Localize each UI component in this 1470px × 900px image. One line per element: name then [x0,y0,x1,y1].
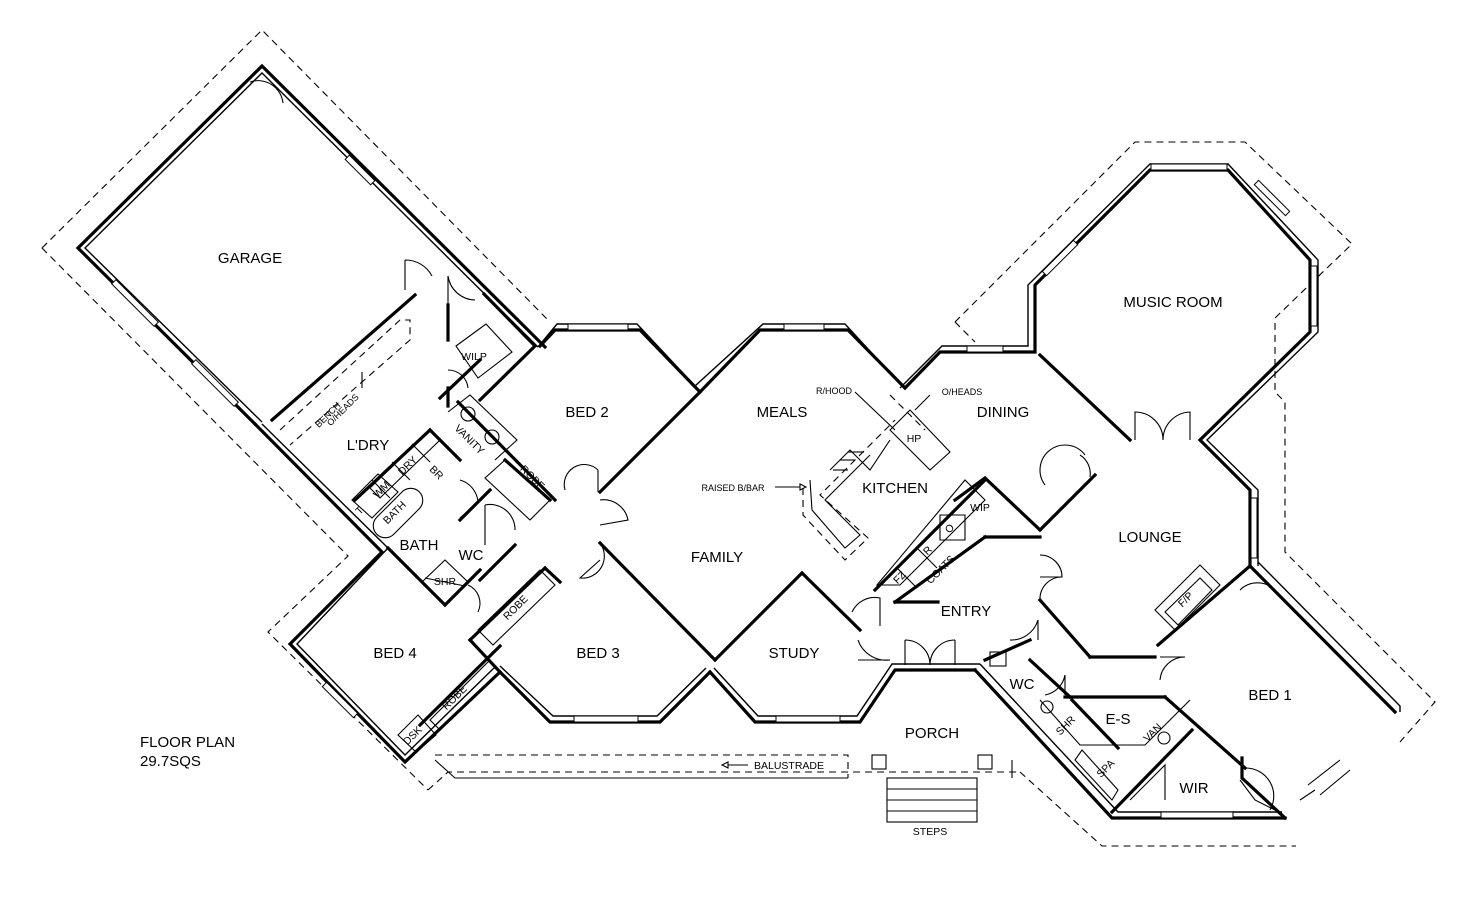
label-bath: BATH [400,537,439,554]
fixtures [279,319,1351,823]
label-raised-bar: RAISED B/BAR [701,483,765,493]
label-bed1: BED 1 [1248,687,1291,704]
label-shr-ensuite: SHR [1054,714,1078,738]
label-porch: PORCH [905,725,959,742]
label-bed3: BED 3 [576,645,619,662]
label-wc-hall: WC [459,547,484,564]
label-r: R [921,544,935,558]
eaves-outline [41,29,1436,847]
label-o: O [943,522,957,536]
label-ensuite: E-S [1105,711,1130,728]
label-oheads-kitchen: O/HEADS [942,387,983,397]
label-bed4: BED 4 [373,645,416,662]
label-bed2: BED 2 [565,404,608,421]
label-wir: WIR [1179,780,1208,797]
label-wip: WIP [970,502,990,514]
label-meals: MEALS [757,404,808,421]
label-garage: GARAGE [218,250,282,267]
exterior-walls [75,63,1401,821]
label-fp: F/P [1176,590,1196,610]
label-balustrade: BALUSTRADE [754,760,824,772]
label-wilp: WILP [461,351,487,363]
label-shr-bath: SHR [434,576,457,588]
label-laundry: L'DRY [347,437,390,454]
label-lounge: LOUNGE [1118,529,1181,546]
label-kitchen: KITCHEN [862,480,928,497]
label-bath-tub: BATH [381,499,409,527]
label-spa: SPA [1094,757,1117,780]
label-hp: HP [907,433,922,445]
label-entry: ENTRY [941,603,992,620]
title-line1: FLOOR PLAN [140,734,235,751]
label-robe-bed2: ROBE [517,463,547,493]
label-music-room: MUSIC ROOM [1123,294,1222,311]
label-steps: STEPS [913,826,947,838]
label-family: FAMILY [691,549,743,566]
label-robe-bed4: ROBE [440,683,470,713]
label-coats: COATS [924,553,958,587]
label-van: VAN [1141,721,1164,744]
label-br: BR [427,463,446,482]
label-study: STUDY [769,645,820,662]
label-rhood: R/HOOD [816,386,853,396]
label-wc-ensuite: WC [1010,676,1035,693]
room-labels: FLOOR PLAN 29.7SQS GARAGE L'DRY WILP BED… [140,250,1292,797]
doors [249,80,1276,811]
label-dsk: DSK [401,724,425,748]
label-dining: DINING [977,404,1030,421]
title-line2: 29.7SQS [140,753,201,770]
windows [110,154,1318,819]
